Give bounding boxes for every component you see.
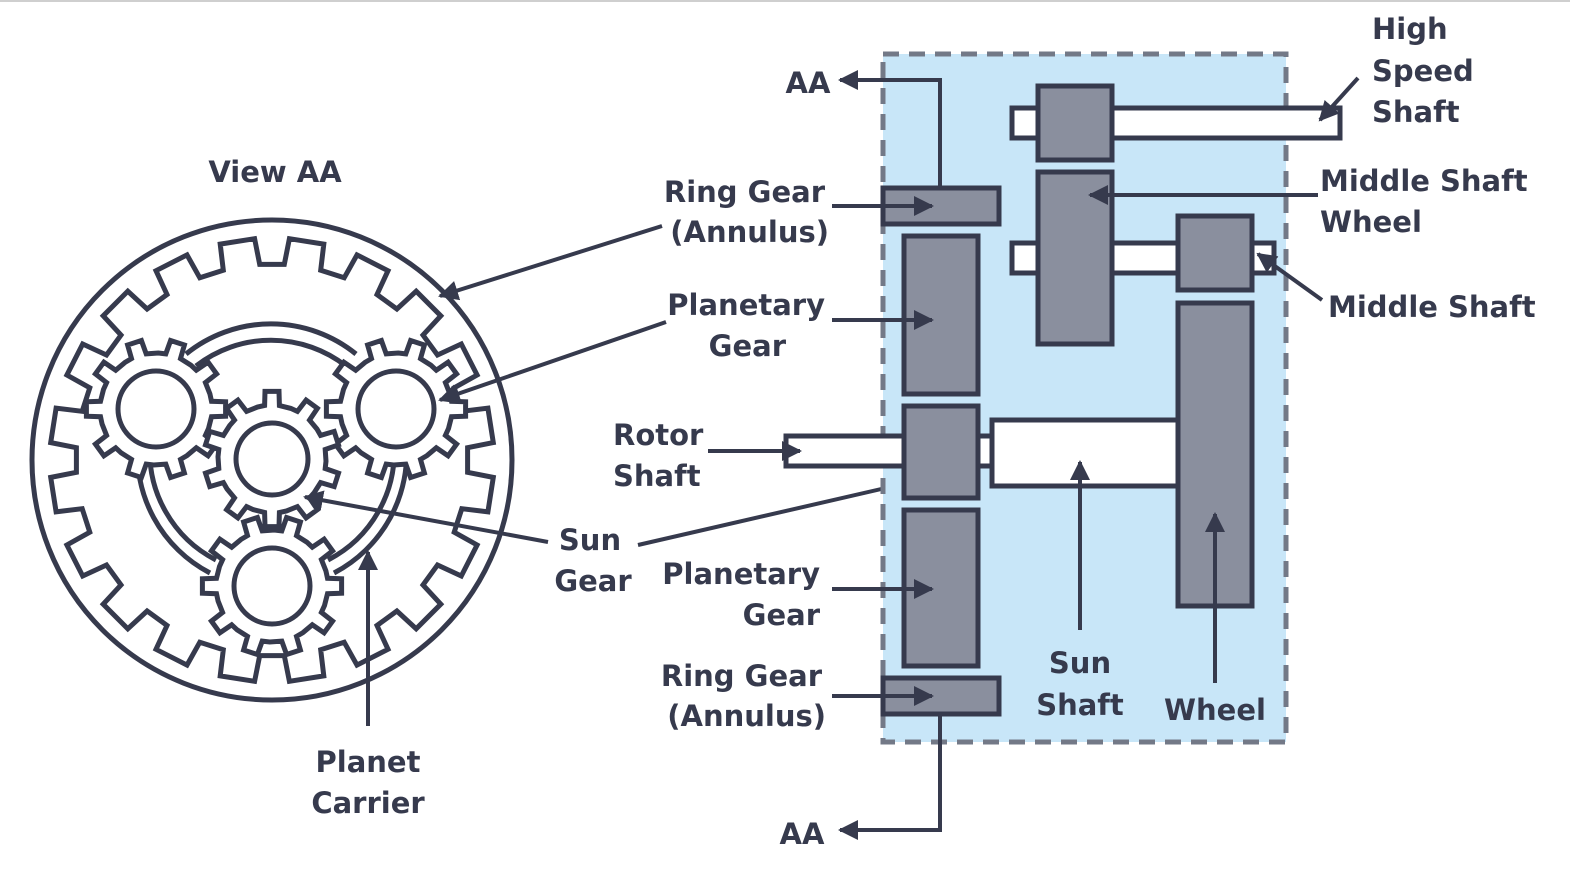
sun-gear-bore (233, 420, 311, 498)
middle-shaft-wheel (1035, 169, 1115, 347)
leader-sun-gear-view (303, 490, 549, 544)
ring-gear-bottom-label-line1: Ring Gear (661, 659, 823, 693)
planetary-gear-top-label-line2: Gear (709, 329, 787, 363)
sun-gear-label-line2: Gear (554, 564, 632, 598)
high-speed-shaft-label-line2: Speed (1372, 54, 1474, 88)
rotor-shaft-label-line1: Rotor (613, 418, 704, 452)
planet-carrier-arc-inner (194, 337, 348, 368)
high-speed-pinion (1035, 83, 1115, 163)
ring-gear-annulus (47, 235, 497, 685)
leader-high-speed-shaft (1318, 76, 1360, 122)
section-cut-aa-bottom (838, 714, 942, 840)
sun-shaft (989, 417, 1181, 489)
planetary-gear-bottom-label-line2: Gear (743, 598, 821, 632)
middle-shaft-label: Middle Shaft (1328, 290, 1536, 324)
leader-sun-gear-section (637, 478, 905, 547)
aa-bottom-label: AA (780, 817, 825, 851)
planetary-gear-top-label-line1: Planetary (667, 288, 825, 322)
view-aa-cross-section (29, 217, 515, 703)
middle-shaft-wheel-label-line2: Wheel (1320, 205, 1422, 239)
aa-top-label: AA (786, 66, 831, 100)
sun-shaft-label-line2: Shaft (1036, 688, 1124, 722)
planet-gear-left-bore (115, 368, 197, 450)
leader-middle-shaft (1256, 252, 1324, 302)
ring-gear-top-label-line2: (Annulus) (670, 215, 829, 249)
leader-ring-gear-to-view (438, 224, 663, 301)
view-aa-title: View AA (208, 155, 342, 189)
planet-carrier-label-line1: Planet (316, 745, 421, 779)
planet-gear-bottom-bore (231, 545, 313, 627)
outer-housing-circle (29, 217, 515, 703)
wheel-label: Wheel (1164, 693, 1266, 727)
ring-gear-top-label-line1: Ring Gear (664, 175, 826, 209)
planetary-gear-top (901, 233, 981, 397)
sun-gear-section (901, 403, 981, 501)
leader-planetary-to-view (438, 320, 667, 404)
middle-shaft-wheel-label-line1: Middle Shaft (1320, 164, 1528, 198)
ring-gear-bottom-label-line2: (Annulus) (667, 699, 826, 733)
planet-gear-right (323, 337, 469, 481)
planet-gear-left (83, 337, 229, 481)
rotor-shaft (783, 433, 913, 469)
sun-gear-label-line1: Sun (559, 523, 621, 557)
sun-shaft-label-line1: Sun (1049, 646, 1111, 680)
planet-gear-right-bore (355, 368, 437, 450)
planet-carrier-label-line2: Carrier (311, 786, 425, 820)
planet-gear-bottom (199, 514, 345, 658)
rotor-shaft-label-line2: Shaft (613, 459, 701, 493)
planet-carrier-arc-outer (184, 321, 358, 356)
high-speed-shaft-label-line3: Shaft (1372, 95, 1460, 129)
section-cut-aa-top (838, 70, 942, 188)
planetary-gear-bottom-label-line1: Planetary (662, 557, 820, 591)
high-speed-shaft-label-line1: High (1372, 12, 1448, 46)
middle-shaft-pinion (1175, 213, 1255, 293)
